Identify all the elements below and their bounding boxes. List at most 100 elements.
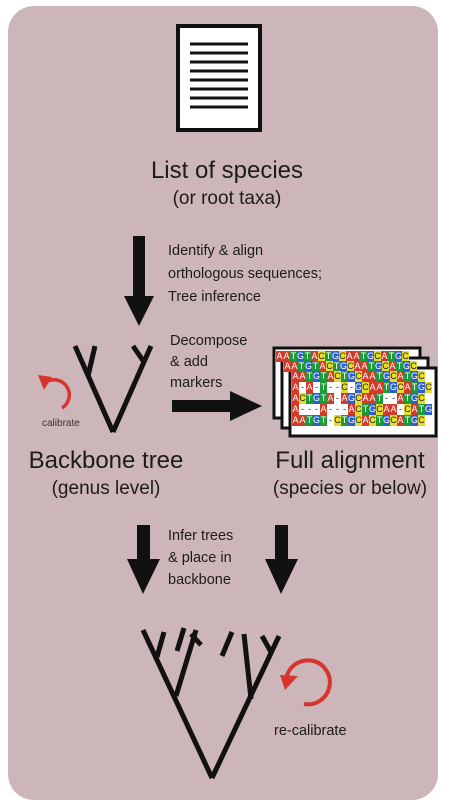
alignment-cell: T bbox=[320, 415, 327, 426]
alignment-cell: - bbox=[397, 404, 404, 415]
alignment-cell: C bbox=[334, 371, 341, 382]
alignment-cell: A bbox=[299, 415, 306, 426]
alignment-cell: G bbox=[375, 361, 383, 372]
alignment-cell: A bbox=[383, 404, 390, 415]
alignment-cell: T bbox=[298, 361, 305, 372]
alignment-cell: - bbox=[334, 404, 341, 415]
alignment-cell: G bbox=[395, 351, 403, 362]
alignment-cell: G bbox=[332, 351, 340, 362]
alignment-cell: T bbox=[388, 351, 395, 362]
alignment-cell: T bbox=[325, 351, 332, 362]
decompose-line1: Decompose bbox=[170, 333, 248, 349]
alignment-cell: G bbox=[313, 371, 321, 382]
species-list-subtitle: (or root taxa) bbox=[172, 188, 282, 209]
alignment-cell: A bbox=[299, 371, 306, 382]
alignment-cell: A bbox=[292, 382, 299, 393]
alignment-cell: - bbox=[327, 415, 334, 426]
alignment-cell: C bbox=[390, 415, 397, 426]
alignment-cell: C bbox=[341, 382, 348, 393]
decompose-line2: & add bbox=[170, 354, 208, 370]
alignment-cell: G bbox=[403, 361, 411, 372]
species-list-title: List of species bbox=[150, 157, 304, 184]
infer-line1: Infer trees bbox=[168, 528, 234, 544]
alignment-cell: T bbox=[376, 371, 383, 382]
alignment-cell: A bbox=[292, 404, 299, 415]
alignment-cell: T bbox=[320, 393, 327, 404]
arrow-right-decompose bbox=[172, 391, 262, 421]
alignment-cell: C bbox=[369, 415, 376, 426]
alignment-cell: - bbox=[334, 393, 341, 404]
alignment-cell: A bbox=[390, 404, 397, 415]
alignment-cell: T bbox=[418, 404, 425, 415]
recalibrate-circular-arrow-icon bbox=[280, 658, 332, 707]
alignment-cell: G bbox=[313, 393, 321, 404]
alignment-cell: C bbox=[326, 361, 333, 372]
alignment-cell: T bbox=[333, 361, 340, 372]
alignment-cell: C bbox=[418, 393, 425, 404]
alignment-cell: A bbox=[319, 361, 326, 372]
alignment-cell: - bbox=[383, 393, 390, 404]
alignment-cell: T bbox=[376, 415, 383, 426]
alignment-cell: G bbox=[348, 393, 356, 404]
alignment-cell: A bbox=[381, 351, 388, 362]
alignment-cell: C bbox=[410, 361, 417, 372]
identify-step-line3: Tree inference bbox=[168, 289, 261, 305]
alignment-cell: T bbox=[306, 415, 313, 426]
alignment-cell: C bbox=[318, 351, 325, 362]
alignment-cell: - bbox=[390, 393, 397, 404]
alignment-cell: C bbox=[334, 415, 341, 426]
alignment-cell: C bbox=[376, 404, 383, 415]
alignment-cell: A bbox=[362, 371, 369, 382]
alignment-cell: A bbox=[292, 415, 299, 426]
alignment-cell: - bbox=[299, 404, 306, 415]
alignment-cell: - bbox=[341, 404, 348, 415]
infer-line2: & place in bbox=[168, 550, 232, 566]
alignment-cell: C bbox=[390, 371, 397, 382]
alignment-cell: G bbox=[313, 415, 321, 426]
identify-step-line2: orthologous sequences; bbox=[168, 266, 322, 282]
calibrate-label: calibrate bbox=[42, 418, 80, 429]
alignment-cell: G bbox=[411, 393, 419, 404]
alignment-cell: T bbox=[396, 361, 403, 372]
alignment-cell: G bbox=[383, 415, 391, 426]
alignment-cell: C bbox=[299, 393, 306, 404]
alignment-cell: A bbox=[341, 393, 348, 404]
alignment-cell: A bbox=[397, 371, 404, 382]
alignment-cell: A bbox=[369, 393, 376, 404]
alignment-cell: - bbox=[313, 404, 320, 415]
alignment-cell: C bbox=[374, 351, 381, 362]
alignment-cell: A bbox=[397, 415, 404, 426]
alignment-cell: C bbox=[362, 382, 369, 393]
alignment-cell: A bbox=[327, 393, 334, 404]
alignment-cell: - bbox=[313, 382, 320, 393]
alignment-cell: T bbox=[341, 415, 348, 426]
alignment-cell: T bbox=[362, 404, 369, 415]
alignment-cell: C bbox=[339, 351, 346, 362]
alignment-cell: G bbox=[390, 382, 398, 393]
circular-arrow-icon bbox=[38, 375, 72, 410]
alignment-cell: T bbox=[320, 382, 327, 393]
alignment-cell: A bbox=[369, 382, 376, 393]
alignment-cell: A bbox=[404, 382, 411, 393]
alignment-cell: A bbox=[361, 361, 368, 372]
alignment-cell: A bbox=[283, 351, 290, 362]
alignment-cell: T bbox=[376, 393, 383, 404]
alignment-cell: G bbox=[348, 371, 356, 382]
arrow-down-identify bbox=[124, 236, 154, 326]
alignment-cell: T bbox=[383, 382, 390, 393]
alignment-cell: C bbox=[355, 404, 362, 415]
alignment-cell: T bbox=[404, 393, 411, 404]
alignment-cell: G bbox=[383, 371, 391, 382]
infer-line3: backbone bbox=[168, 572, 231, 588]
alignment-cell: T bbox=[341, 371, 348, 382]
alignment-cell: A bbox=[292, 371, 299, 382]
alignment-cell: T bbox=[306, 393, 313, 404]
alignment-cell: A bbox=[362, 415, 369, 426]
alignment-cell: A bbox=[320, 404, 327, 415]
alignment-cell: C bbox=[404, 404, 411, 415]
full-alignment-subtitle: (species or below) bbox=[272, 478, 428, 499]
full-alignment-title: Full alignment bbox=[275, 447, 425, 474]
alignment-cell: C bbox=[402, 351, 409, 362]
alignment-cell: A bbox=[362, 393, 369, 404]
alignment-cell: - bbox=[348, 382, 355, 393]
